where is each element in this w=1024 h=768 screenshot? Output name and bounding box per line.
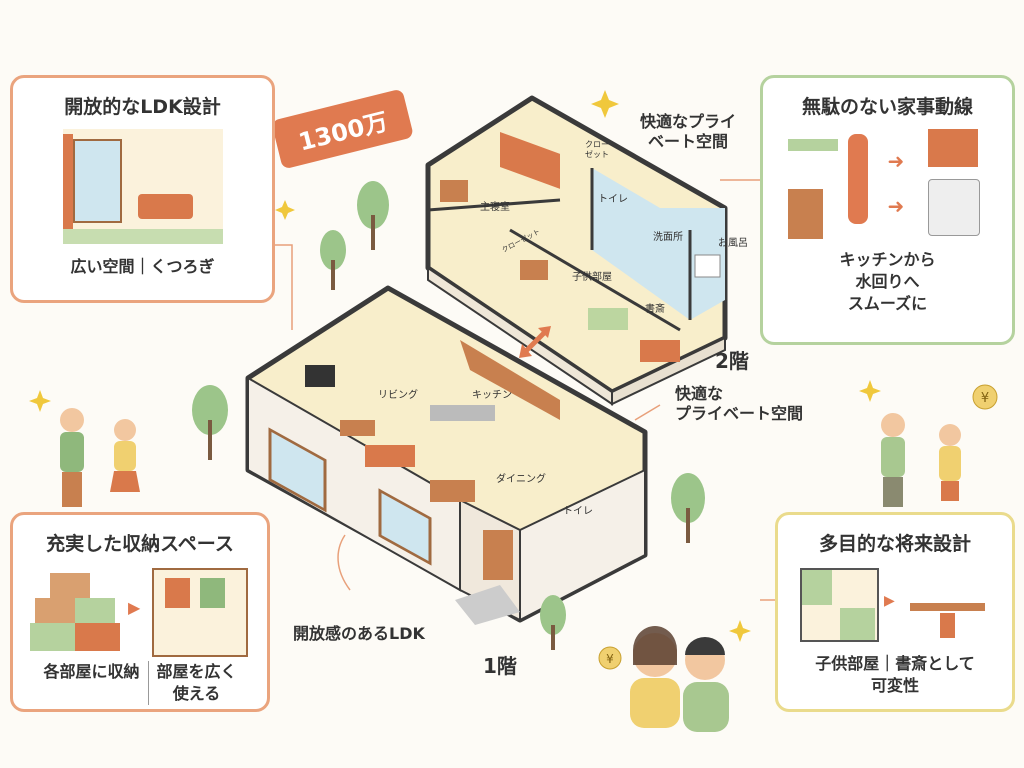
coffee-table — [340, 420, 375, 436]
caption-line: スムーズに — [847, 294, 928, 313]
wet-area — [592, 168, 725, 320]
desk — [520, 260, 548, 280]
caption-line: 水回りへ — [855, 272, 920, 291]
caption-line: 使える — [172, 684, 221, 703]
living-room-illustration — [62, 129, 223, 244]
callout-line: ベート空間 — [648, 132, 729, 151]
family-illustration-left — [60, 408, 140, 507]
callout-line: プライベート空間 — [675, 404, 804, 423]
caption-line: 子供部屋｜書斎として — [815, 654, 975, 673]
double-arrow-icon — [519, 326, 551, 358]
kitchen-counter — [430, 405, 495, 421]
caption-line: 可変性 — [870, 676, 919, 695]
room-label-dining: ダイニング — [496, 474, 546, 485]
tv — [305, 365, 335, 387]
svg-text:¥: ¥ — [606, 652, 614, 666]
bed — [500, 131, 560, 189]
svg-text:¥: ¥ — [981, 391, 989, 406]
panel-storage: 充実した収納スペース ▶ 各部屋に収納 部屋を広く 使える — [10, 512, 270, 712]
caption-right: 部屋を広く 使える — [149, 661, 237, 705]
room-label-kitchen: キッチン — [472, 390, 512, 401]
caption-line: 部屋を広く — [156, 662, 237, 681]
floor-label-1f: 1階 — [483, 654, 517, 678]
room-label-closet: クロー ゼット — [585, 140, 609, 159]
room-label-toilet-1f: トイレ — [563, 506, 593, 517]
panel-housework-flow: 無駄のない家事動線 ➜ ➜ キッチンから 水回りへ スムーズに — [760, 75, 1015, 345]
trees — [192, 181, 705, 650]
panel-caption: 広い空間｜くつろぎ — [70, 257, 215, 276]
callout-line: 快適な — [675, 384, 724, 403]
study-bed — [640, 340, 680, 362]
family-illustration-right: ¥ — [881, 384, 998, 507]
caption-left: 各部屋に収納 — [43, 661, 149, 705]
first-floor-plan — [245, 285, 648, 625]
couple-illustration: ¥ — [598, 626, 729, 732]
stairs — [460, 340, 560, 420]
panel-caption: キッチンから 水回りへ スムーズに — [763, 249, 1012, 315]
yen-coin-icon — [598, 646, 622, 670]
panel-future-design: 多目的な将来設計 ▶ 子供部屋｜書斎として 可変性 — [775, 512, 1015, 712]
connector-lines — [275, 179, 775, 601]
room-label-bath: お風呂 — [718, 238, 748, 249]
floor-label-2f: 2階 — [715, 349, 749, 373]
panel-title: 多目的な将来設計 — [818, 533, 971, 555]
yen-coin-icon — [972, 384, 998, 410]
shoe-rack — [483, 530, 513, 580]
housework-illustration: ➜ ➜ — [787, 129, 988, 239]
second-floor-plan — [425, 95, 728, 406]
callout-private-space-mid: 快適な プライベート空間 — [675, 384, 803, 424]
storage-illustration: ▶ — [30, 568, 250, 657]
dining-table — [430, 480, 475, 502]
sparkle-icons — [29, 90, 881, 642]
future-illustration: ▶ — [800, 568, 990, 643]
bathtub — [694, 254, 721, 278]
callout-open-ldk: 開放感のあるLDK — [293, 624, 425, 643]
child-bed — [588, 308, 628, 330]
room-label-washroom: 洗面所 — [653, 232, 683, 243]
entrance — [455, 585, 520, 625]
room-label-toilet-2f: トイレ — [598, 194, 628, 205]
dresser — [440, 180, 468, 202]
room-label-study: 書斎 — [645, 304, 665, 315]
panel-title: 無駄のない家事動線 — [801, 96, 973, 118]
room-label-master-bedroom: 主寝室 — [480, 202, 510, 213]
callout-private-space-top: 快適なプライ ベート空間 — [640, 112, 736, 152]
panel-captions: 各部屋に収納 部屋を広く 使える — [13, 661, 267, 705]
panel-open-ldk: 開放的なLDK設計 広い空間｜くつろぎ — [10, 75, 275, 303]
caption-line: キッチンから — [839, 250, 936, 269]
panel-title: 充実した収納スペース — [46, 533, 234, 555]
room-label-living: リビング — [378, 390, 418, 401]
panel-title: 開放的なLDK設計 — [64, 96, 221, 118]
panel-caption: 子供部屋｜書斎として 可変性 — [778, 653, 1012, 697]
callout-line: 快適なプライ — [640, 112, 737, 131]
room-label-kids-room: 子供部屋 — [572, 272, 612, 283]
sofa — [365, 445, 415, 467]
